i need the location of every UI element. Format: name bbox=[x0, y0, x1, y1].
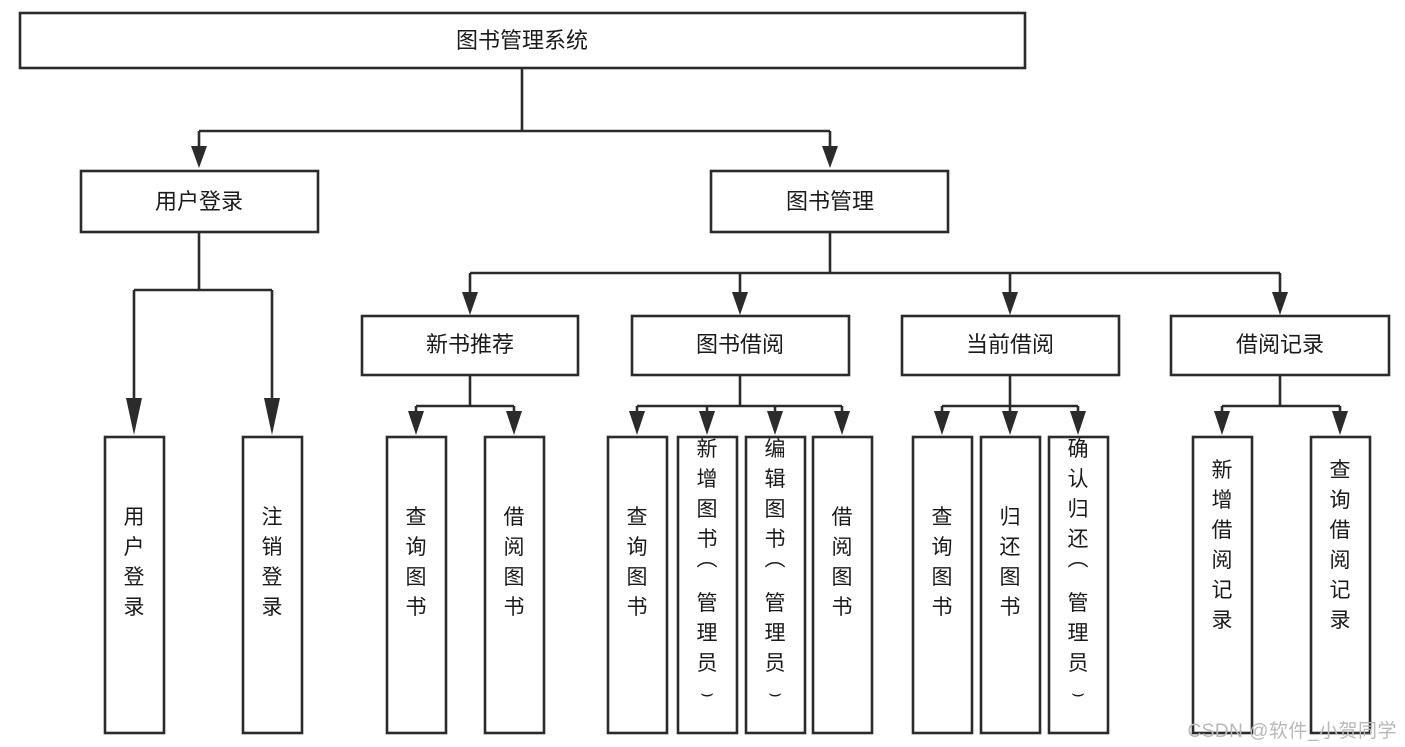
connector-root-to-level2 bbox=[191, 68, 838, 168]
arrow-head-icon bbox=[767, 411, 783, 435]
leaf-node-borrow-record-1[interactable]: 新增借阅记录 bbox=[1191, 435, 1254, 735]
arrow-head-icon bbox=[934, 411, 950, 435]
node-book-management[interactable]: 图书管理 bbox=[709, 169, 950, 234]
csdn-watermark: CSDN @软件_小贺同学 bbox=[1187, 721, 1397, 742]
leaf-node-new-book-recommend-2-label: 借阅图书 bbox=[504, 506, 525, 619]
leaf-node-user-login-2[interactable]: 注销登录 bbox=[241, 435, 304, 735]
connector-current-borrow-to-leaves bbox=[934, 375, 1086, 435]
node-user-login-box bbox=[79, 169, 320, 234]
leaf-node-user-login-2-label: 注销登录 bbox=[262, 506, 283, 619]
leaf-node-book-borrow-4[interactable]: 借阅图书 bbox=[811, 435, 874, 735]
leaf-node-book-borrow-3-label: 编辑图书⌒管理员⌣ bbox=[765, 438, 786, 705]
arrow-head-icon bbox=[506, 411, 522, 435]
node-user-login[interactable]: 用户登录 bbox=[79, 169, 320, 234]
arrow-head-icon bbox=[1332, 411, 1348, 435]
node-current-borrow-label: 当前借阅 bbox=[966, 332, 1054, 357]
leaf-node-new-book-recommend-2-box bbox=[483, 435, 546, 735]
node-root-box bbox=[18, 11, 1027, 70]
arrow-head-icon bbox=[822, 146, 838, 168]
node-root[interactable]: 图书管理系统 bbox=[18, 11, 1027, 70]
connector-book-borrow-to-leaves bbox=[629, 375, 850, 435]
leaf-node-borrow-record-1-label: 新增借阅记录 bbox=[1212, 459, 1233, 632]
arrow-head-icon bbox=[699, 411, 715, 435]
leaf-node-borrow-record-2-box bbox=[1309, 435, 1372, 735]
leaf-node-current-borrow-3-box bbox=[1047, 435, 1110, 735]
leaf-node-book-borrow-2-label: 新增图书⌒管理员⌣ bbox=[697, 438, 718, 705]
leaf-node-current-borrow-2-label: 归还图书 bbox=[1000, 506, 1021, 619]
leaf-node-current-borrow-2[interactable]: 归还图书 bbox=[979, 435, 1042, 735]
leaf-node-book-borrow-1[interactable]: 查询图书 bbox=[606, 435, 669, 735]
arrow-head-icon bbox=[126, 398, 142, 435]
node-book-management-label: 图书管理 bbox=[786, 189, 874, 214]
leaf-node-book-borrow-4-box bbox=[811, 435, 874, 735]
node-current-borrow-box bbox=[900, 314, 1121, 377]
arrow-head-icon bbox=[1002, 292, 1018, 315]
leaf-node-user-login-1-box bbox=[103, 435, 166, 735]
arrow-head-icon bbox=[191, 146, 207, 168]
connector-new-book-recommend-to-leaves bbox=[408, 375, 522, 435]
arrow-head-icon bbox=[1002, 411, 1018, 435]
leaf-node-book-borrow-1-label: 查询图书 bbox=[627, 506, 648, 619]
leaf-node-book-borrow-2[interactable]: 新增图书⌒管理员⌣ bbox=[676, 435, 739, 735]
leaf-node-book-borrow-2-box bbox=[676, 435, 739, 735]
leaf-node-user-login-1-label: 用户登录 bbox=[124, 506, 145, 619]
arrow-head-icon bbox=[1214, 411, 1230, 435]
node-new-book-recommend-box bbox=[360, 314, 580, 377]
node-book-borrow[interactable]: 图书借阅 bbox=[630, 314, 851, 377]
arrow-head-icon bbox=[264, 398, 280, 435]
node-book-borrow-label: 图书借阅 bbox=[696, 332, 784, 357]
arrow-head-icon bbox=[732, 292, 748, 315]
leaf-node-current-borrow-1-label: 查询图书 bbox=[932, 506, 953, 619]
connector-book-management-to-level3 bbox=[462, 232, 1288, 315]
arrow-head-icon bbox=[462, 292, 478, 315]
leaf-node-book-borrow-3-box bbox=[744, 435, 807, 735]
arrow-head-icon bbox=[834, 411, 850, 435]
node-new-book-recommend-label: 新书推荐 bbox=[426, 332, 514, 357]
arrow-head-icon bbox=[1272, 292, 1288, 315]
leaf-node-current-borrow-1-box bbox=[911, 435, 974, 735]
leaf-node-current-borrow-1[interactable]: 查询图书 bbox=[911, 435, 974, 735]
leaf-node-book-borrow-3[interactable]: 编辑图书⌒管理员⌣ bbox=[744, 435, 807, 735]
leaf-node-new-book-recommend-2[interactable]: 借阅图书 bbox=[483, 435, 546, 735]
arrow-head-icon bbox=[1070, 411, 1086, 435]
node-root-label: 图书管理系统 bbox=[456, 28, 588, 53]
node-borrow-record-label: 借阅记录 bbox=[1236, 332, 1324, 357]
leaf-node-new-book-recommend-1-label: 查询图书 bbox=[406, 506, 427, 619]
node-borrow-record[interactable]: 借阅记录 bbox=[1169, 314, 1391, 377]
leaf-node-user-login-1[interactable]: 用户登录 bbox=[103, 435, 166, 735]
node-user-login-label: 用户登录 bbox=[155, 189, 243, 214]
leaf-node-new-book-recommend-1[interactable]: 查询图书 bbox=[385, 435, 448, 735]
connector-borrow-record-to-leaves bbox=[1214, 375, 1348, 435]
leaf-node-borrow-record-2-label: 查询借阅记录 bbox=[1330, 459, 1351, 632]
arrow-head-icon bbox=[629, 411, 645, 435]
leaf-node-borrow-record-2[interactable]: 查询借阅记录 bbox=[1309, 435, 1372, 735]
leaf-node-book-borrow-1-box bbox=[606, 435, 669, 735]
leaf-node-new-book-recommend-1-box bbox=[385, 435, 448, 735]
node-current-borrow[interactable]: 当前借阅 bbox=[900, 314, 1121, 377]
leaf-node-current-borrow-3-label: 确认归还⌒管理员⌣ bbox=[1068, 438, 1089, 705]
leaf-node-user-login-2-box bbox=[241, 435, 304, 735]
leaf-node-current-borrow-2-box bbox=[979, 435, 1042, 735]
leaf-node-borrow-record-1-box bbox=[1191, 435, 1254, 735]
node-new-book-recommend[interactable]: 新书推荐 bbox=[360, 314, 580, 377]
arrow-head-icon bbox=[408, 411, 424, 435]
connector-user-login-to-leaves bbox=[126, 232, 280, 435]
leaf-node-book-borrow-4-label: 借阅图书 bbox=[832, 506, 853, 619]
leaf-node-current-borrow-3[interactable]: 确认归还⌒管理员⌣ bbox=[1047, 435, 1110, 735]
